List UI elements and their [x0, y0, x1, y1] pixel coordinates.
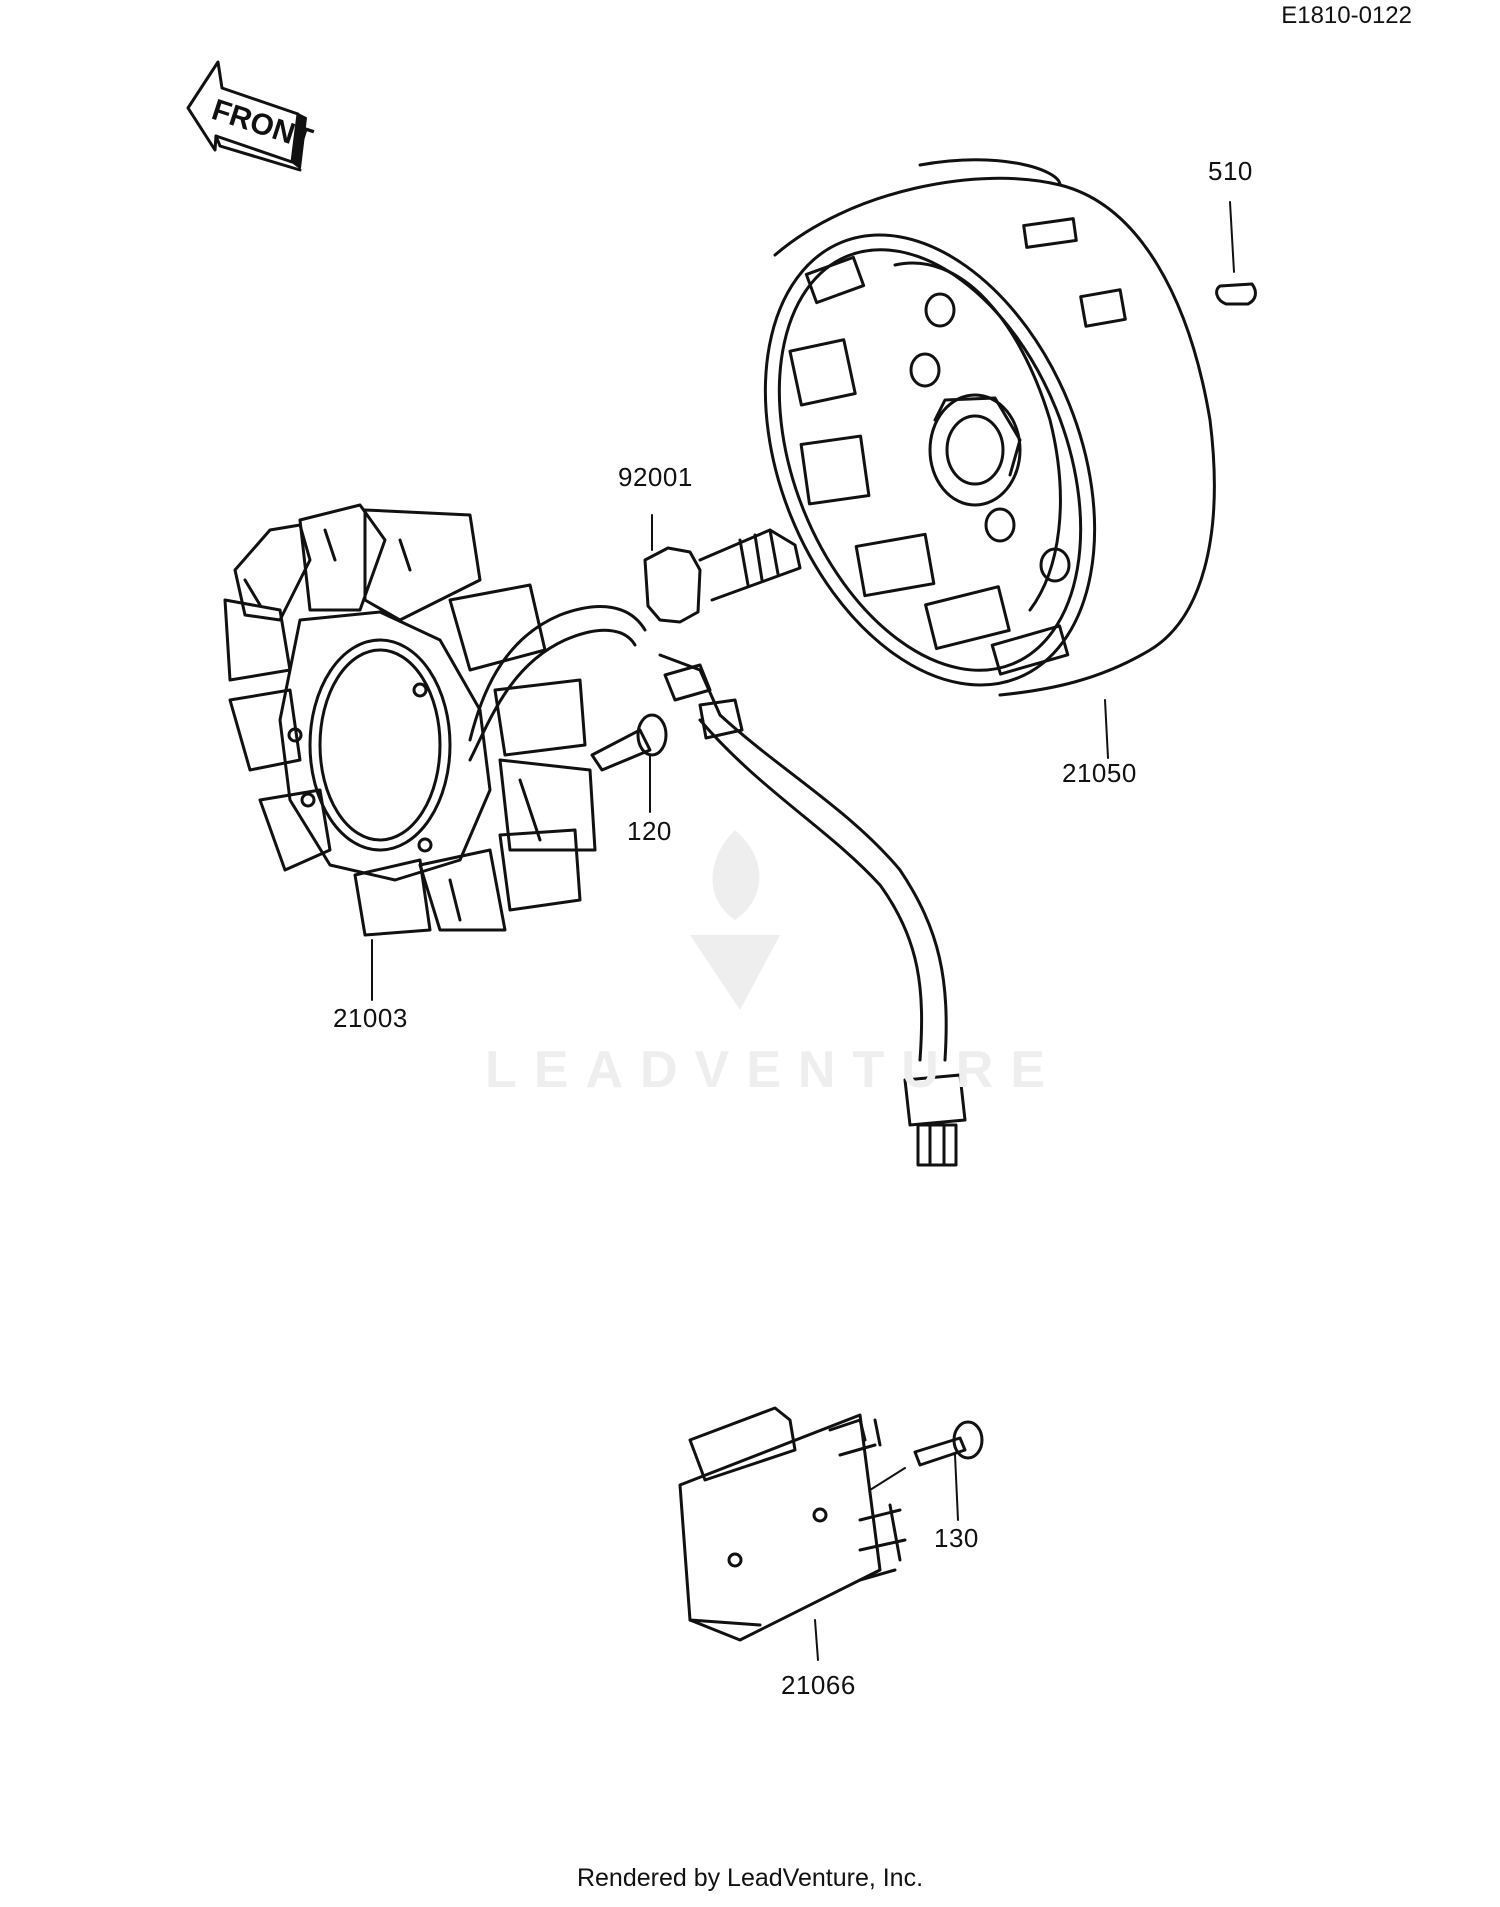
part-number-120[interactable]: 120 [627, 816, 672, 846]
part-number-510[interactable]: 510 [1208, 156, 1253, 186]
part-number-21066[interactable]: 21066 [781, 1670, 856, 1700]
wiring-harness-drawing [468, 605, 967, 1167]
regulator-drawing [678, 1406, 907, 1642]
flywheel-bolt-drawing [643, 528, 802, 624]
key-drawing [1215, 282, 1257, 306]
stator-bolt-drawing [590, 713, 668, 772]
regulator-bolt-drawing [913, 1420, 984, 1467]
leader-lines [371, 201, 1235, 1661]
document-code: E1810-0122 [1281, 2, 1412, 29]
part-number-21050[interactable]: 21050 [1062, 758, 1137, 788]
flywheel-rotor-drawing [763, 158, 1216, 697]
watermark-logo-icon [690, 830, 780, 1010]
footer-credit: Rendered by LeadVenture, Inc. [576, 1864, 924, 1892]
watermark-text: LEADVENTURE [485, 1041, 1063, 1099]
part-number-92001[interactable]: 92001 [618, 462, 693, 492]
stator-drawing [223, 503, 597, 937]
part-number-130[interactable]: 130 [934, 1523, 979, 1553]
part-number-21003[interactable]: 21003 [333, 1003, 408, 1033]
front-arrow-icon [186, 60, 307, 172]
